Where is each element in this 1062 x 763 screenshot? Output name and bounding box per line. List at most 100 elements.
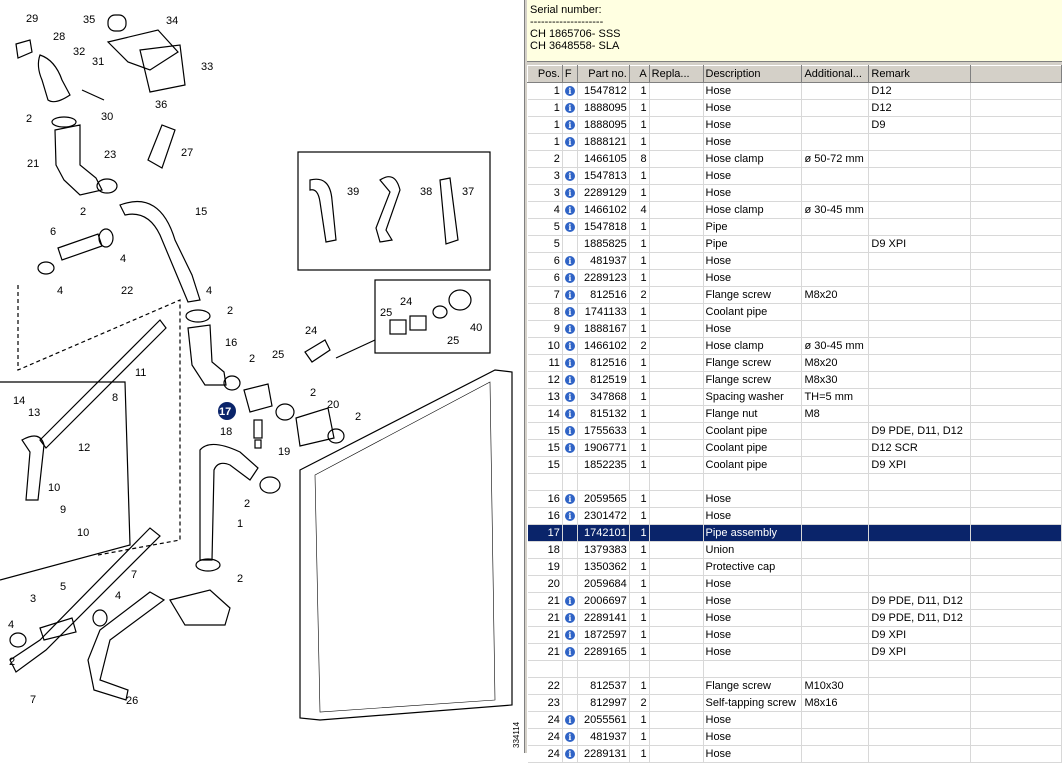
cell-qty: 1: [629, 167, 650, 185]
info-icon[interactable]: i: [564, 324, 575, 335]
callout-17-selected[interactable]: 17: [218, 402, 236, 420]
info-icon[interactable]: i: [564, 392, 575, 403]
info-icon[interactable]: i: [564, 273, 575, 284]
col-header-qty[interactable]: A: [628, 65, 650, 83]
info-icon[interactable]: i: [564, 494, 575, 505]
info-icon[interactable]: i: [564, 256, 575, 267]
info-icon[interactable]: i: [564, 749, 575, 760]
cell-remark: [868, 558, 972, 576]
col-header-replaced[interactable]: Repla...: [648, 65, 704, 83]
info-icon[interactable]: i: [564, 358, 575, 369]
info-icon[interactable]: i: [564, 613, 575, 624]
col-header-description[interactable]: Description: [702, 65, 803, 83]
col-header-additional[interactable]: Additional...: [801, 65, 870, 83]
pane-splitter[interactable]: [524, 0, 528, 753]
info-icon[interactable]: i: [564, 222, 575, 233]
cell-filler: [970, 354, 1062, 372]
clamp-2h: [195, 558, 221, 572]
cell-info: i: [562, 167, 578, 185]
cell-pos: 15: [527, 439, 563, 457]
info-icon[interactable]: i: [564, 426, 575, 437]
info-icon[interactable]: i: [564, 171, 575, 182]
col-header-remark[interactable]: Remark: [868, 65, 972, 83]
cell-replaced: [649, 150, 704, 168]
info-icon[interactable]: i: [564, 443, 575, 454]
info-icon[interactable]: i: [564, 341, 575, 352]
info-icon[interactable]: i: [564, 188, 575, 199]
cell-qty: 1: [629, 320, 650, 338]
cell-description: Hose: [703, 133, 803, 151]
info-icon[interactable]: i: [564, 86, 575, 97]
info-icon[interactable]: i: [564, 205, 575, 216]
info-icon[interactable]: i: [564, 511, 575, 522]
cell-replaced: [649, 558, 704, 576]
info-icon[interactable]: i: [564, 290, 575, 301]
info-icon[interactable]: i: [564, 409, 575, 420]
info-icon[interactable]: i: [564, 715, 575, 726]
cell-info: i: [562, 422, 578, 440]
cell-info: i: [562, 745, 578, 763]
cell-filler: [970, 286, 1062, 304]
svg-text:2: 2: [244, 498, 250, 510]
cell-replaced: [649, 269, 704, 287]
col-header-part-no[interactable]: Part no.: [576, 65, 630, 83]
info-icon[interactable]: i: [564, 596, 575, 607]
cell-pos: 1: [527, 133, 563, 151]
info-icon[interactable]: i: [564, 137, 575, 148]
info-icon[interactable]: i: [564, 732, 575, 743]
col-header-pos[interactable]: Pos.: [527, 65, 563, 83]
cell-part-no: 1872597: [577, 626, 630, 644]
info-icon[interactable]: i: [564, 120, 575, 131]
info-icon[interactable]: i: [564, 375, 575, 386]
cell-pos: 16: [527, 490, 563, 508]
info-icon[interactable]: i: [564, 307, 575, 318]
info-icon[interactable]: i: [564, 647, 575, 658]
info-icon[interactable]: i: [564, 630, 575, 641]
cell-remark: D9 PDE, D11, D12: [868, 592, 972, 610]
table-row[interactable]: [527, 660, 1062, 678]
info-icon[interactable]: i: [564, 103, 575, 114]
col-header-flag[interactable]: F: [561, 65, 578, 83]
table-row[interactable]: [527, 473, 1062, 491]
parts-table-container[interactable]: Pos. F Part no. A Repla... Description A…: [527, 65, 1062, 763]
